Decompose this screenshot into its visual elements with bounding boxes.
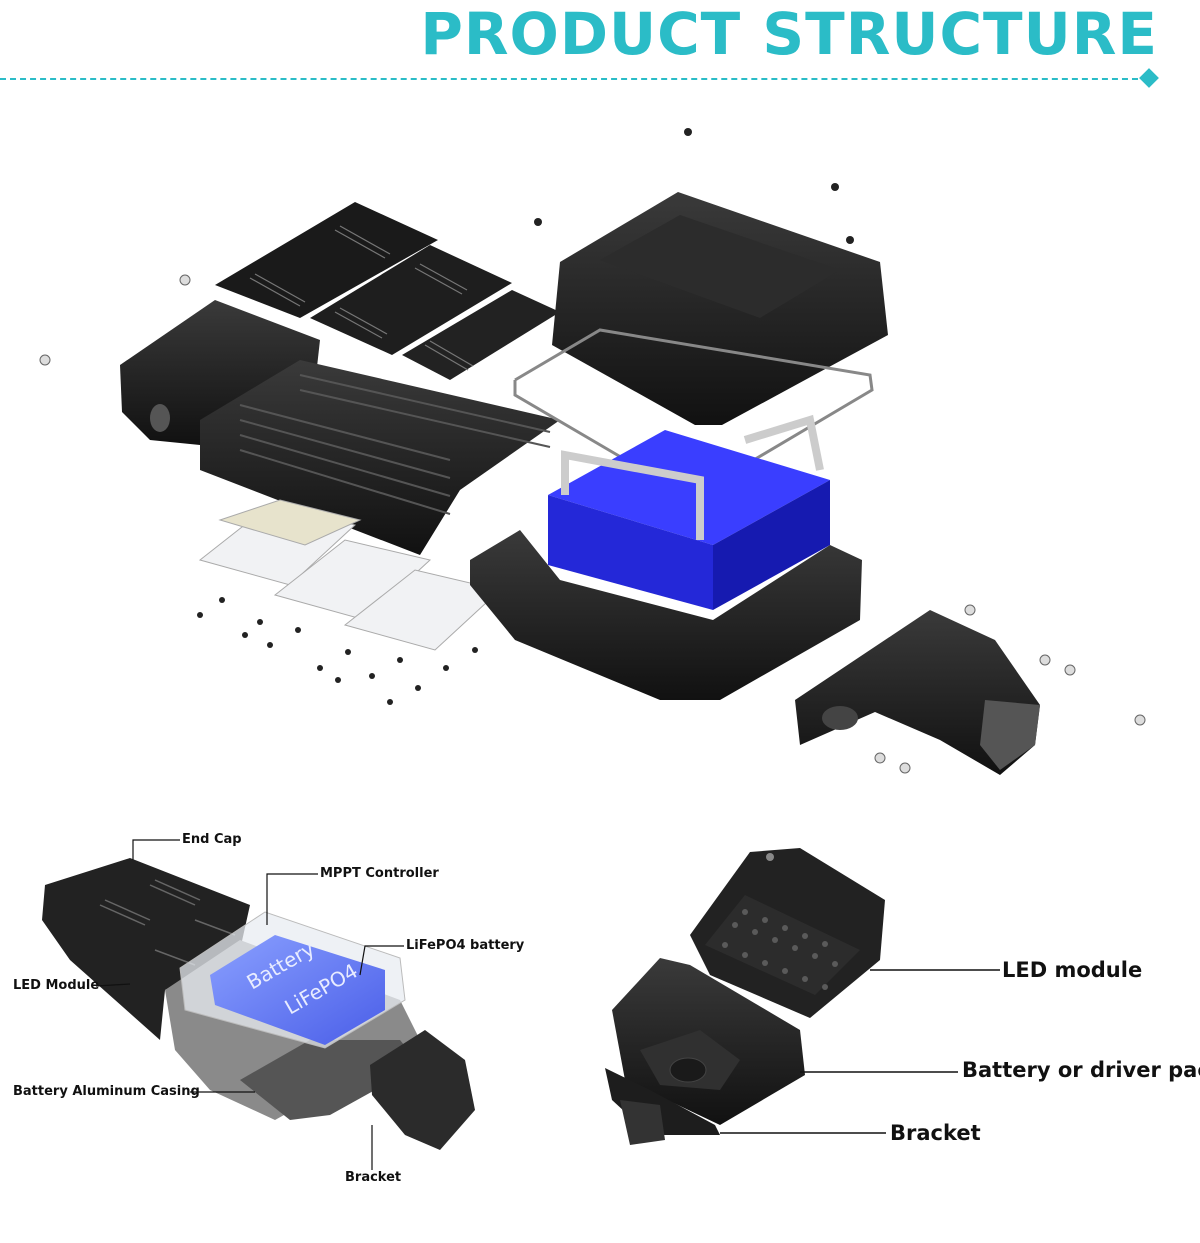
label-led-module-right: LED module — [1002, 958, 1143, 982]
controller-cover — [552, 192, 888, 425]
label-bracket-left: Bracket — [345, 1170, 402, 1185]
title-divider — [0, 78, 1148, 80]
gasket — [513, 328, 874, 482]
heat-sink — [200, 360, 560, 555]
label-led-module-left: LED Module — [13, 978, 100, 993]
assembled-view-right — [605, 848, 1000, 1145]
led-boards — [198, 499, 502, 651]
end-cap-housing — [120, 300, 320, 445]
label-bracket-right: Bracket — [890, 1121, 981, 1145]
exploded-bracket — [795, 610, 1040, 775]
label-lifepo4-battery: LiFePO4 battery — [406, 938, 525, 953]
label-mppt-controller: MPPT Controller — [320, 866, 439, 881]
battery-block — [548, 414, 830, 610]
solar-panels — [215, 202, 560, 380]
label-battery-or-driver-pack: Battery or driver pack — [962, 1058, 1200, 1082]
label-end-cap: End Cap — [182, 832, 242, 847]
page-title: PRODUCT STRUCTURE — [420, 0, 1158, 68]
exploded-view — [39, 128, 1146, 775]
assembled-view-left: Battery LiFePO4 — [42, 839, 475, 1170]
battery-housing — [470, 530, 862, 700]
label-battery-aluminum-casing: Battery Aluminum Casing — [13, 1084, 200, 1099]
screws — [39, 128, 1146, 774]
